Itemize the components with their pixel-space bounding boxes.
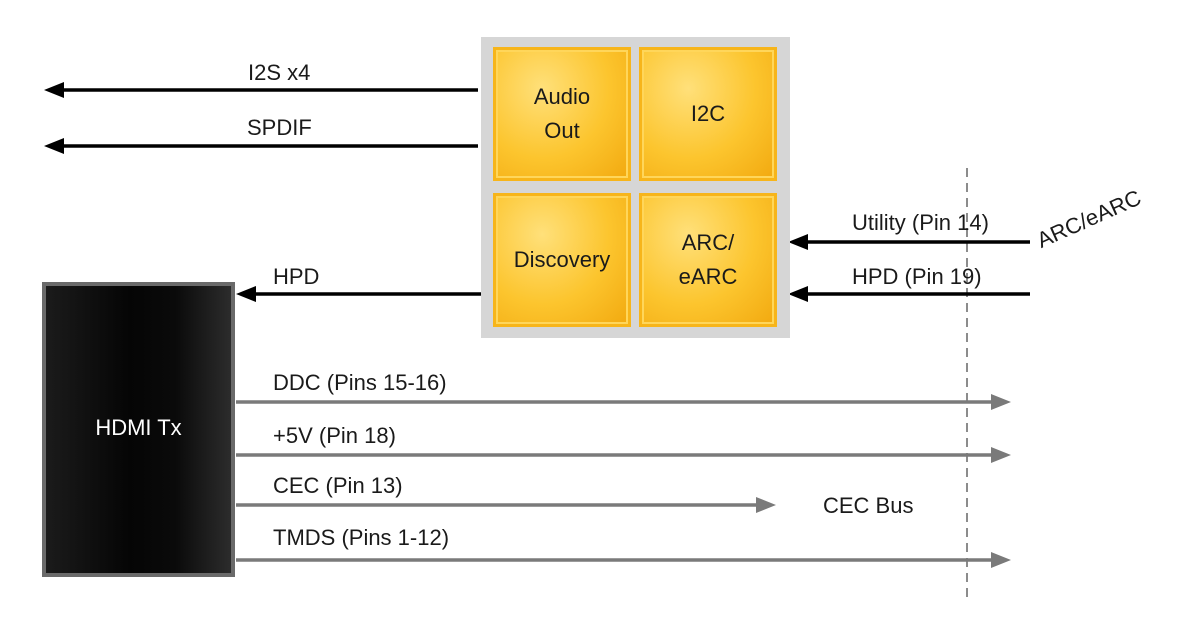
utility-arrow — [788, 234, 1030, 250]
hpd-arrow — [236, 286, 487, 302]
tmds-label: TMDS (Pins 1-12) — [273, 525, 450, 550]
ddc-arrow — [236, 394, 1011, 410]
i2s-label: I2S x4 — [248, 60, 311, 85]
five-v-label: +5V (Pin 18) — [273, 423, 396, 448]
discovery-block: Discovery — [493, 193, 631, 327]
i2c-label: I2C — [690, 100, 726, 126]
audio-out-label: Audio Out — [533, 83, 591, 143]
function-block-matrix: Audio Out I2C Discovery ARC/ eARC — [481, 37, 790, 338]
arc-earc-block: ARC/ eARC — [639, 193, 777, 327]
ddc-label: DDC (Pins 15-16) — [273, 370, 447, 395]
audio-out-block: Audio Out — [493, 47, 631, 181]
hpd-pin-arrow — [788, 286, 1030, 302]
hdmi-tx-label: HDMI Tx — [95, 414, 182, 440]
i2s-arrow — [44, 82, 478, 98]
i2c-block: I2C — [639, 47, 777, 181]
five-v-arrow — [236, 447, 1011, 463]
spdif-label: SPDIF — [247, 115, 312, 140]
discovery-label: Discovery — [513, 246, 611, 272]
utility-label: Utility (Pin 14) — [852, 210, 989, 235]
hpd-label: HPD — [273, 264, 320, 289]
cec-arrow — [236, 497, 776, 513]
hpd-pin-label: HPD (Pin 19) — [852, 264, 982, 289]
spdif-arrow — [44, 138, 478, 154]
arc-earc-label: ARC/ eARC — [678, 229, 738, 289]
hdmi-tx-block: HDMI Tx — [42, 282, 235, 577]
cec-label: CEC (Pin 13) — [273, 473, 403, 498]
tmds-arrow — [236, 552, 1011, 568]
cec-bus-label: CEC Bus — [823, 493, 914, 518]
